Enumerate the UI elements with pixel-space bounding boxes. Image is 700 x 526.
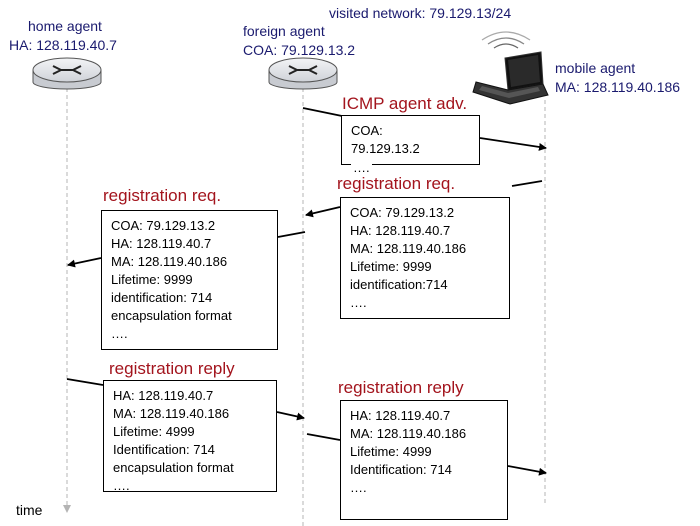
mobile-agent-name: mobile agent [555, 60, 636, 76]
icmp-adv-line: 79.129.13.2 [351, 141, 420, 156]
reg-reply-home-title: registration reply [109, 359, 235, 378]
home-agent-name: home agent [28, 18, 102, 34]
reg-reply-home-arrow-b [276, 411, 305, 421]
reg-req-mobile-line: …. [350, 295, 367, 310]
icmp-adv-ellipsis: …. [351, 160, 372, 175]
reg-reply-foreign-title: registration reply [338, 378, 464, 397]
reg-req-mobile-line: identification:714 [350, 277, 448, 292]
foreign-agent-name: foreign agent [243, 23, 325, 39]
reg-req-foreign-line: COA: 79.129.13.2 [111, 218, 216, 233]
reg-req-foreign-line: MA: 128.119.40.186 [111, 254, 228, 269]
home-router-icon [32, 57, 102, 90]
reg-reply-foreign-line: MA: 128.119.40.186 [350, 426, 467, 441]
reg-req-foreign-line: Lifetime: 9999 [111, 272, 193, 287]
reg-req-mobile-line: HA: 128.119.40.7 [350, 223, 451, 238]
reg-req-mobile-line: MA: 128.119.40.186 [350, 241, 467, 256]
home-agent-address: HA: 128.119.40.7 [9, 37, 117, 53]
reg-reply-home-arrow-a [66, 378, 104, 386]
mobile-agent-address: MA: 128.119.40.186 [555, 79, 681, 95]
reg-req-mobile-arrow-a [511, 180, 543, 187]
reg-reply-foreign-line: Lifetime: 4999 [350, 444, 432, 459]
reg-reply-home-box: HA: 128.119.40.7 MA: 128.119.40.186 Life… [103, 380, 277, 493]
reg-req-foreign-arrow-b [67, 257, 102, 268]
laptop-icon [472, 31, 549, 105]
foreign-router-icon [268, 57, 338, 90]
icmp-adv-box: COA: 79.129.13.2 [341, 115, 480, 165]
icmp-adv-title: ICMP agent adv. [342, 94, 468, 113]
reg-reply-foreign-line: HA: 128.119.40.7 [350, 408, 451, 423]
reg-reply-foreign-box: HA: 128.119.40.7 MA: 128.119.40.186 Life… [340, 400, 508, 520]
reg-req-foreign-box: COA: 79.129.13.2 HA: 128.119.40.7 MA: 12… [101, 210, 278, 350]
reg-req-mobile-line: Lifetime: 9999 [350, 259, 432, 274]
reg-reply-home-line: Lifetime: 4999 [113, 424, 195, 439]
reg-req-foreign-arrow-a [277, 231, 306, 238]
visited-network-label: visited network: 79.129.13/24 [329, 5, 512, 21]
reg-req-foreign-line: encapsulation format [111, 308, 232, 323]
foreign-agent-address: COA: 79.129.13.2 [243, 42, 356, 58]
reg-req-mobile-line: COA: 79.129.13.2 [350, 205, 455, 220]
reg-reply-foreign-line: Identification: 714 [350, 462, 452, 477]
reg-reply-foreign-line: …. [350, 480, 367, 495]
reg-reply-home-line: Identification: 714 [113, 442, 215, 457]
reg-req-foreign-line: HA: 128.119.40.7 [111, 236, 212, 251]
icmp-adv-arrow-b [479, 137, 547, 151]
reg-reply-home-line: MA: 128.119.40.186 [113, 406, 230, 421]
reg-reply-home-line: …. [113, 478, 130, 493]
reg-reply-foreign-arrow-a [306, 433, 341, 441]
reg-reply-foreign-arrow-b [507, 465, 547, 476]
time-axis-label: time [16, 502, 43, 518]
reg-reply-home-line: encapsulation format [113, 460, 234, 475]
reg-reply-home-line: HA: 128.119.40.7 [113, 388, 214, 403]
reg-req-mobile-box: COA: 79.129.13.2 HA: 128.119.40.7 MA: 12… [340, 197, 510, 319]
reg-req-foreign-title: registration req. [103, 186, 222, 205]
reg-req-foreign-line: identification: 714 [111, 290, 213, 305]
reg-req-mobile-title: registration req. [337, 174, 456, 193]
reg-req-foreign-line: …. [111, 326, 128, 341]
reg-req-mobile-arrow-b [305, 206, 341, 218]
icmp-adv-arrow-a [302, 107, 343, 117]
icmp-adv-line: COA: [351, 123, 383, 138]
